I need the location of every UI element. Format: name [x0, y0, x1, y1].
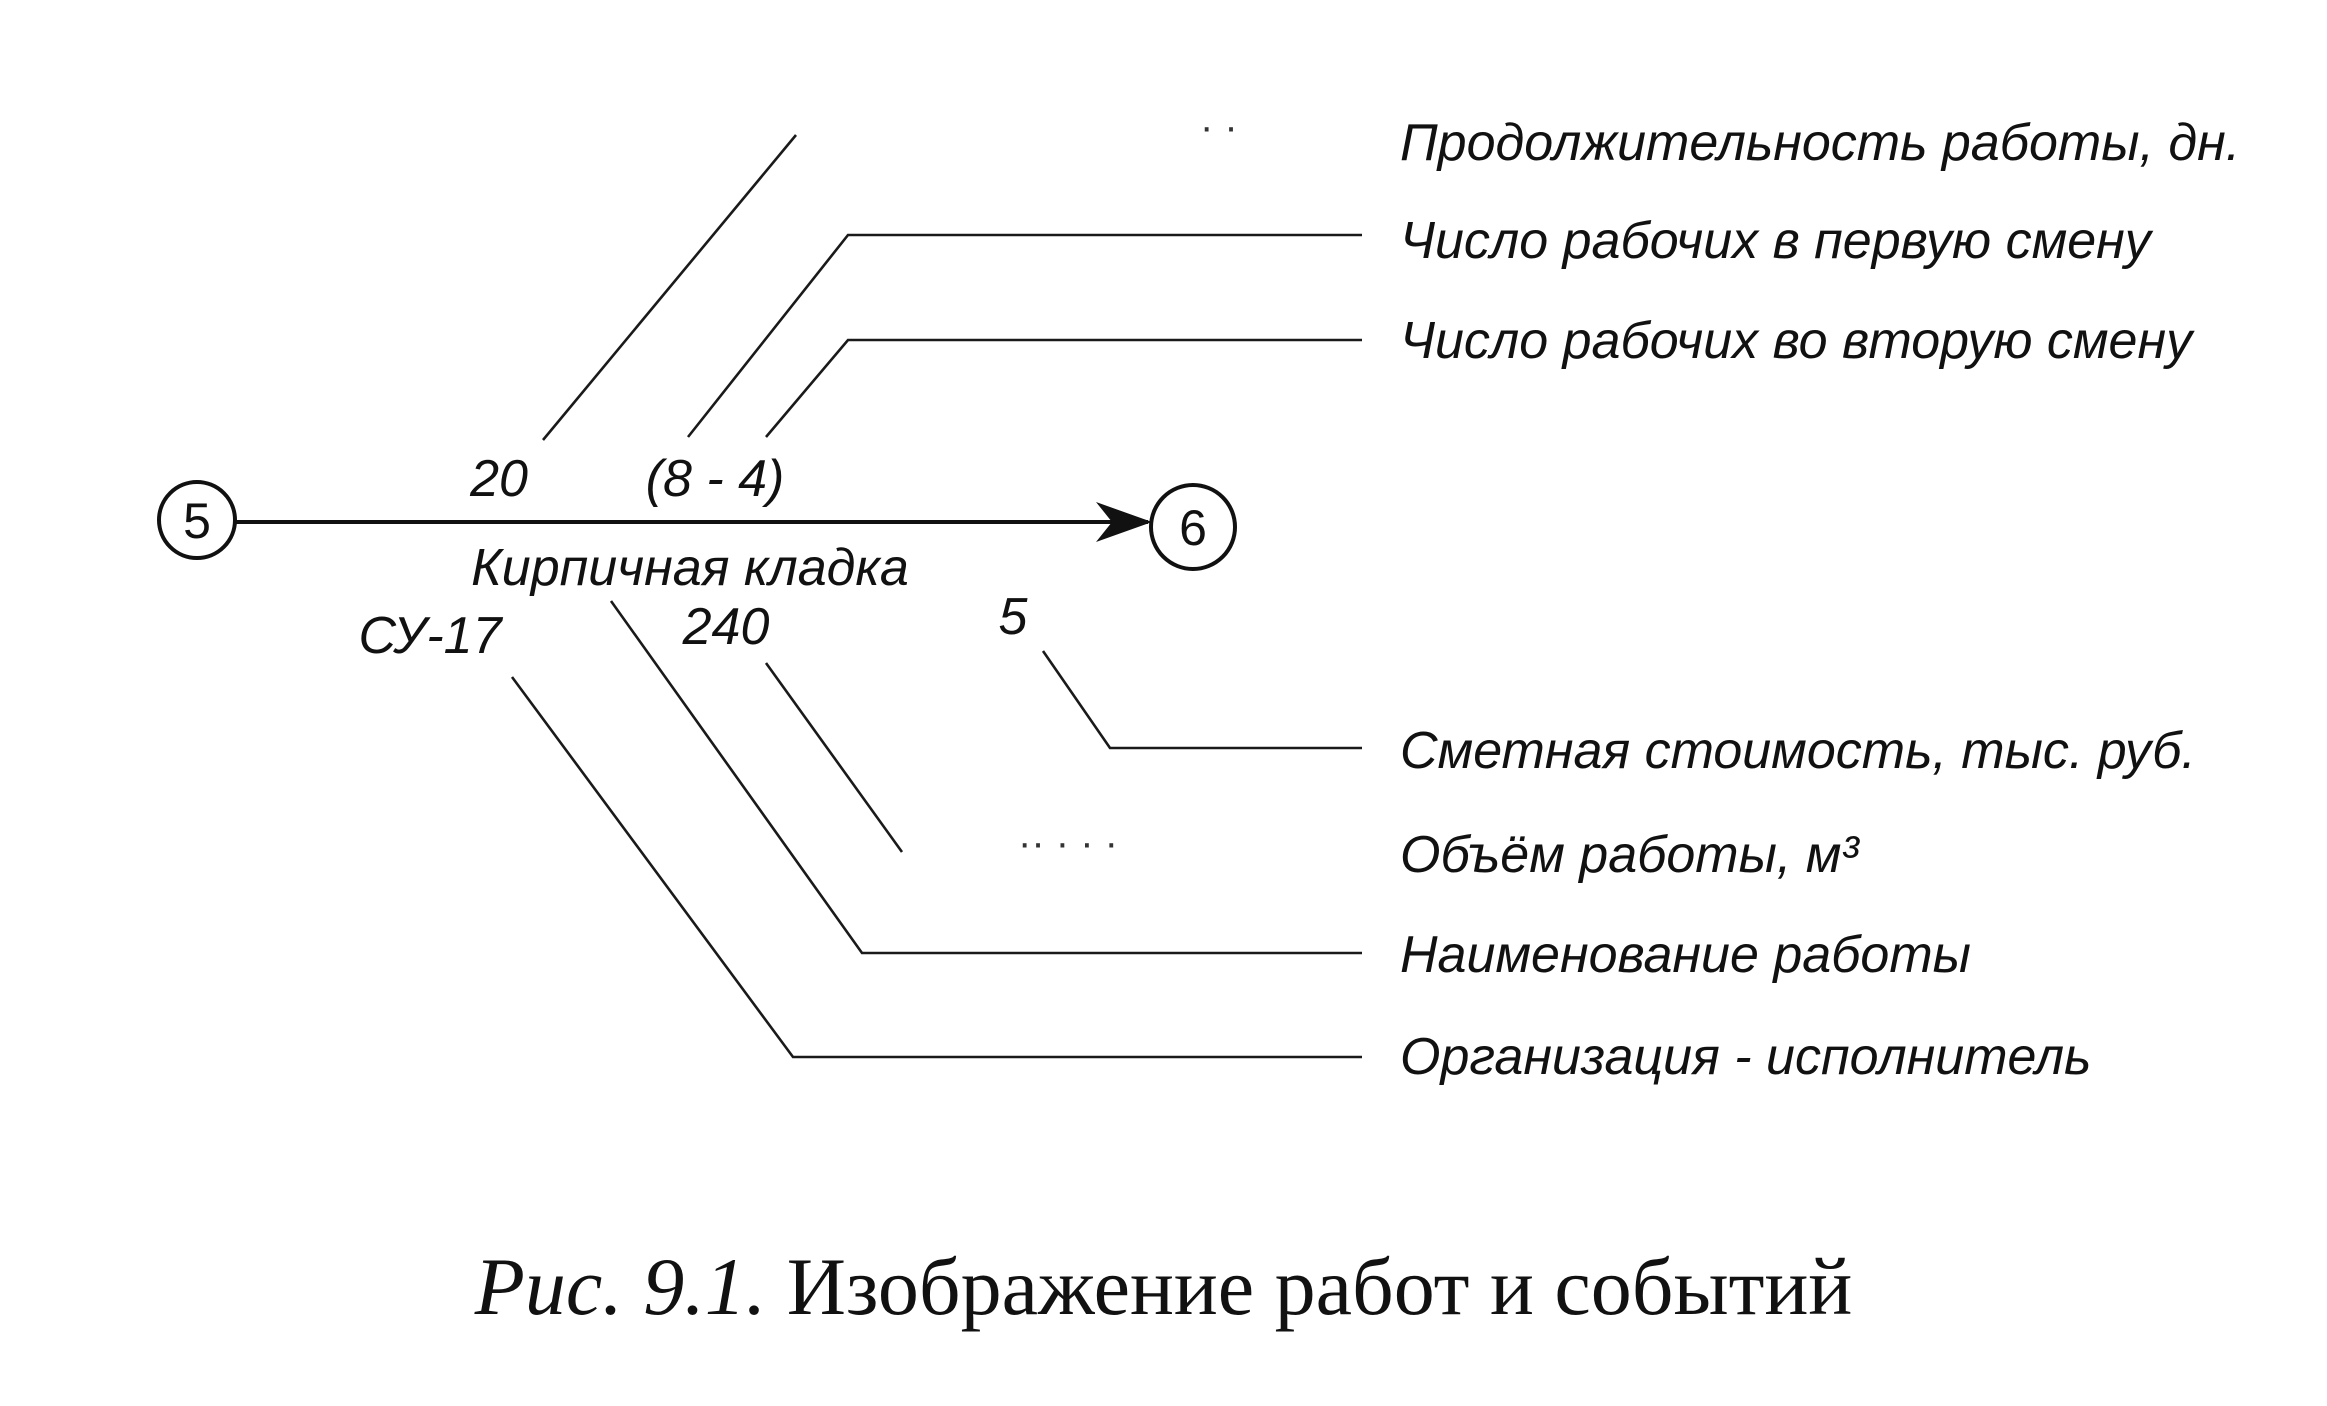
leader-work-name — [609, 600, 1362, 955]
workers-value: (8 - 4) — [646, 450, 785, 508]
annotation-estimated-cost: Сметная стоимость, тыс. руб. — [1400, 722, 2196, 780]
leader-workers-second-shift — [765, 338, 1362, 438]
annotation-workers-second-shift: Число рабочих во вторую смену — [1400, 312, 2195, 370]
leader-volume — [764, 662, 904, 853]
duration-value: 20 — [469, 450, 528, 508]
event-end-label: 6 — [1179, 500, 1207, 556]
annotation-duration: Продолжительность работы, дн. — [1400, 114, 2240, 172]
event-end: 6 — [1149, 483, 1237, 571]
volume-value: 240 — [682, 598, 770, 656]
cost-value: 5 — [999, 588, 1029, 646]
dots-upper: · · — [1200, 105, 1238, 149]
caption-prefix: Рис. 9.1. — [474, 1241, 767, 1332]
leader-estimated-cost — [1041, 650, 1362, 750]
figure-caption: Рис. 9.1. Изображение работ и событий — [0, 1240, 2327, 1334]
annotation-organization: Организация - исполнитель — [1400, 1028, 2091, 1086]
dots-lower: ·· · · · — [1018, 821, 1118, 865]
event-start-label: 5 — [183, 493, 211, 549]
work-name-value: Кирпичная кладка — [471, 539, 909, 597]
annotation-volume: Объём работы, м³ — [1400, 826, 1860, 884]
event-start: 5 — [157, 480, 237, 560]
leader-duration — [541, 134, 798, 441]
organization-value: СУ-17 — [358, 607, 503, 665]
leader-workers-first-shift — [686, 233, 1362, 438]
annotation-work-name: Наименование работы — [1400, 926, 1971, 984]
caption-text: Изображение работ и событий — [786, 1241, 1853, 1332]
leader-organization — [510, 676, 1362, 1059]
annotation-workers-first-shift: Число рабочих в первую смену — [1400, 212, 2154, 270]
